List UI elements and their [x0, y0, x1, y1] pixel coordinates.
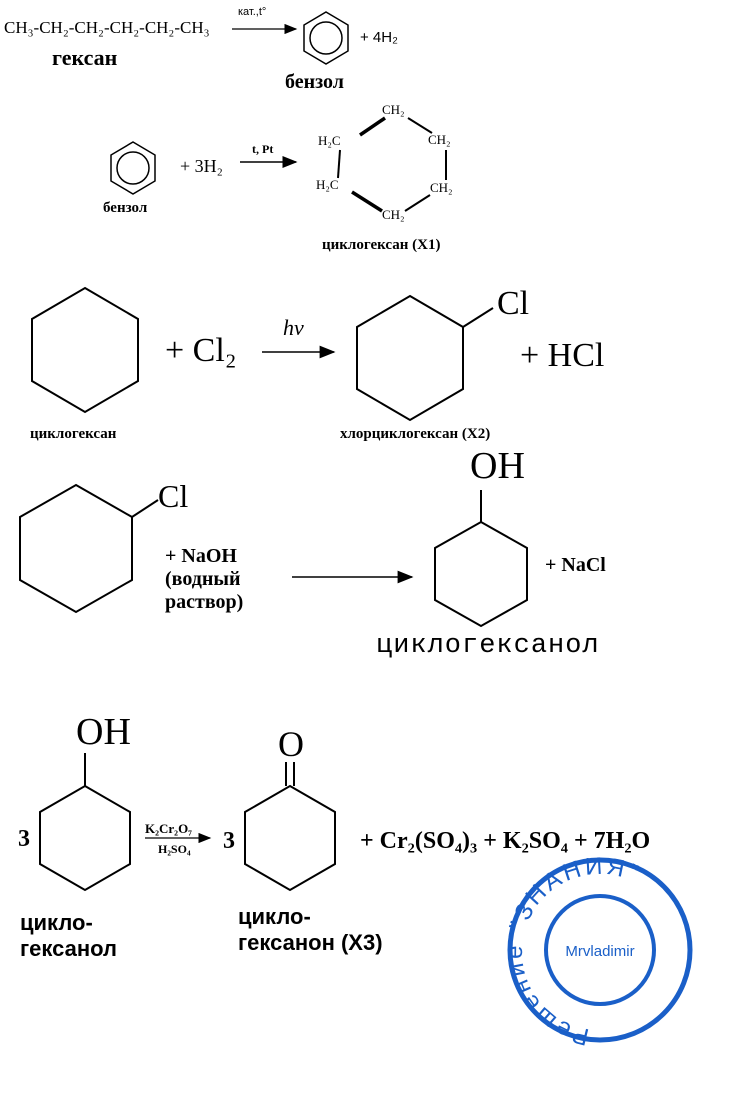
reagent-4: + NaOH (водный раствор) — [165, 545, 244, 613]
carbonyl-oxygen: O — [278, 724, 304, 764]
coefficient-product: 3 — [223, 828, 235, 854]
stamp-inner-text: Mrvladimir — [565, 943, 634, 960]
oxidant: K₂Cr₂O₇ — [145, 821, 193, 836]
byproduct-3: + HCl — [520, 337, 605, 374]
conditions-1: кат.,t° — [238, 6, 267, 18]
reagent-2: + 3H₂ — [180, 156, 223, 176]
benzene-ring-1 — [303, 11, 349, 65]
coefficient-reactant: 3 — [18, 826, 30, 852]
chlorocyclohexane-ring — [356, 294, 494, 422]
cyclohexanol-ring — [434, 490, 528, 628]
reagent-3: + Cl₂ — [165, 332, 237, 369]
chlorocyclohexane-x2-label: хлорциклогексан (X2) — [340, 426, 491, 442]
cyclohexane-ring-3a — [31, 286, 139, 414]
acid: H₂SO₄ — [158, 842, 191, 856]
ring-label: CH₂ — [428, 132, 451, 147]
chlorine-substituent-4: Cl — [158, 478, 189, 514]
chlorine-substituent-3: Cl — [497, 285, 530, 322]
cyclohexanol-label-5: цикло- гексанол — [20, 910, 118, 962]
stamp: Решение "ЗНАНИЯ" Mrvladimir — [501, 853, 693, 1050]
ring-label: H₂C — [318, 133, 341, 148]
cyclohexane-x1 — [337, 116, 447, 213]
cyclohexanol-label: циклогексанол — [376, 631, 600, 661]
benzene-ring-2 — [110, 141, 156, 195]
cyclohexanone-x3-label: цикло- гексанон (X3) — [238, 904, 383, 956]
cyclohexane-x1-label: циклогексан (X1) — [322, 237, 441, 253]
cyclohexane-label: циклогексан — [30, 426, 117, 442]
benzene-label-2: бензол — [103, 200, 148, 216]
byproducts-5: + Cr₂(SO₄)₃ + K₂SO₄ + 7H₂O — [360, 828, 651, 854]
conditions-3: hv — [283, 315, 304, 340]
ring-label: CH₂ — [382, 102, 405, 117]
hydroxyl-group-4: OH — [470, 445, 525, 487]
hexane-label: гексан — [52, 45, 118, 70]
conditions-2: t, Pt — [252, 142, 274, 156]
hydroxyl-group-5: OH — [76, 711, 131, 753]
benzene-label-1: бензол — [285, 71, 345, 93]
ring-label: CH₂ — [382, 207, 405, 222]
hexane-formula: CH₃-CH₂-CH₂-CH₂-CH₂-CH₃ — [4, 18, 210, 37]
ring-label: CH₂ — [430, 180, 453, 195]
chlorocyclohexane-ring-4 — [19, 483, 159, 614]
cyclohexanone-ring — [244, 762, 336, 892]
cyclohexanol-ring-5 — [39, 753, 131, 892]
byproduct-1: + 4H₂ — [360, 29, 398, 46]
ring-label: H₂C — [316, 177, 339, 192]
byproduct-4: + NaCl — [545, 554, 606, 576]
